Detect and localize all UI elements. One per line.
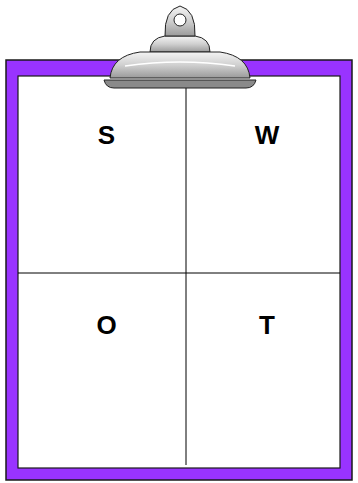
swot-quadrant: S <box>19 77 194 273</box>
quadrant-letter: O <box>19 310 194 340</box>
quadrant-letter: S <box>19 120 194 150</box>
clipboard-board <box>6 60 352 480</box>
swot-quadrant: O <box>19 273 194 468</box>
clip <box>104 6 256 88</box>
grid-line <box>18 273 340 274</box>
paper-sheet <box>18 76 340 468</box>
swot-quadrant: T <box>186 273 348 468</box>
quadrant-letter: T <box>186 310 348 340</box>
quadrant-letter: W <box>186 120 348 150</box>
swot-quadrant: W <box>186 77 348 273</box>
